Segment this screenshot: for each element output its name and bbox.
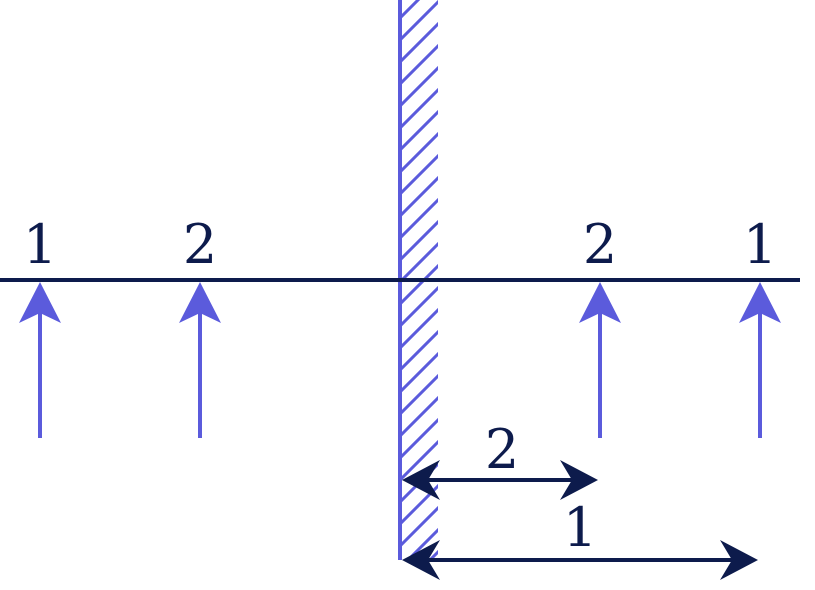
- label-dimension-inner: 2: [485, 418, 519, 481]
- dimension-arrow-outer: [402, 540, 758, 580]
- label-dimension-outer: 1: [563, 496, 597, 559]
- label-force-right-outer: 1: [743, 213, 777, 276]
- force-arrow-left-outer: [19, 282, 61, 438]
- label-force-left-inner: 2: [183, 213, 217, 276]
- force-arrow-left-inner: [179, 282, 221, 438]
- label-force-right-inner: 2: [583, 213, 617, 276]
- label-force-left-outer: 1: [23, 213, 57, 276]
- force-arrow-right-inner: [579, 282, 621, 438]
- force-arrow-right-outer: [739, 282, 781, 438]
- dimension-arrow-inner: [402, 460, 598, 500]
